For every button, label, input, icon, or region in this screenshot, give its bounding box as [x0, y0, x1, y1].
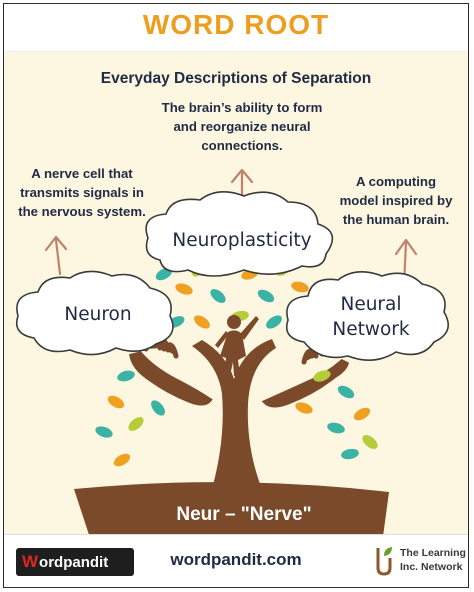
cloud-label-neuron: Neuron [64, 304, 132, 325]
leaf [257, 289, 275, 303]
leaf [362, 435, 378, 449]
arrow-neuroplasticity [230, 168, 254, 200]
leaf [113, 453, 131, 467]
leaf [353, 407, 371, 421]
cloud-neuroplasticity [145, 191, 334, 277]
leaf [107, 395, 125, 409]
header-banner: WORD ROOT [4, 4, 468, 52]
website-link[interactable]: wordpandit.com [170, 550, 302, 569]
leaf [175, 283, 193, 295]
wordpandit-logo[interactable]: Wordpandit [16, 548, 134, 576]
ground-mound [74, 482, 389, 544]
child-silhouette [215, 315, 259, 376]
cloud-label-neuroplasticity: Neuroplasticity [172, 230, 312, 251]
the-learning-network-logo-text[interactable]: The Learning Inc. Network [400, 547, 466, 573]
leaf [291, 281, 309, 293]
clouds [15, 191, 450, 361]
cloud-neuron [15, 270, 174, 356]
cloud-neural-network [285, 271, 450, 361]
arrows [44, 168, 418, 288]
leaf [327, 422, 345, 434]
infographic-frame: WORD ROOT [3, 3, 469, 588]
description-neuron: A nerve cell that transmits signals in t… [18, 166, 146, 219]
leaf [295, 402, 313, 414]
arrow-neuron [44, 235, 68, 276]
word-root-label: Neur – "Nerve" [176, 504, 312, 525]
the-learning-network-logo-icon [376, 547, 392, 576]
leaf [266, 315, 282, 329]
description-neural-network: A computing model inspired by the human … [339, 174, 453, 227]
description-neuroplasticity: The brain’s ability to form and reorgani… [161, 100, 323, 153]
cloud-label-neural-network: Neural Network [332, 294, 410, 340]
leaf [128, 417, 144, 431]
leaf [194, 315, 210, 329]
leaf [210, 289, 226, 303]
leaf [313, 370, 331, 382]
footer: Wordpandit wordpandit.com The Learning I… [4, 534, 468, 587]
leaf [337, 385, 355, 399]
subtitle: Everyday Descriptions of Separation [100, 70, 372, 87]
wordpandit-logo-text: ordpandit [39, 554, 109, 571]
tree-illustration [15, 168, 450, 544]
leaf [151, 400, 165, 416]
leaf [117, 370, 135, 382]
leaf [341, 448, 359, 460]
tree-trunk [192, 339, 276, 499]
page-title: WORD ROOT [142, 9, 330, 40]
leaf [95, 426, 113, 438]
wordpandit-logo-mark: W [22, 552, 39, 571]
